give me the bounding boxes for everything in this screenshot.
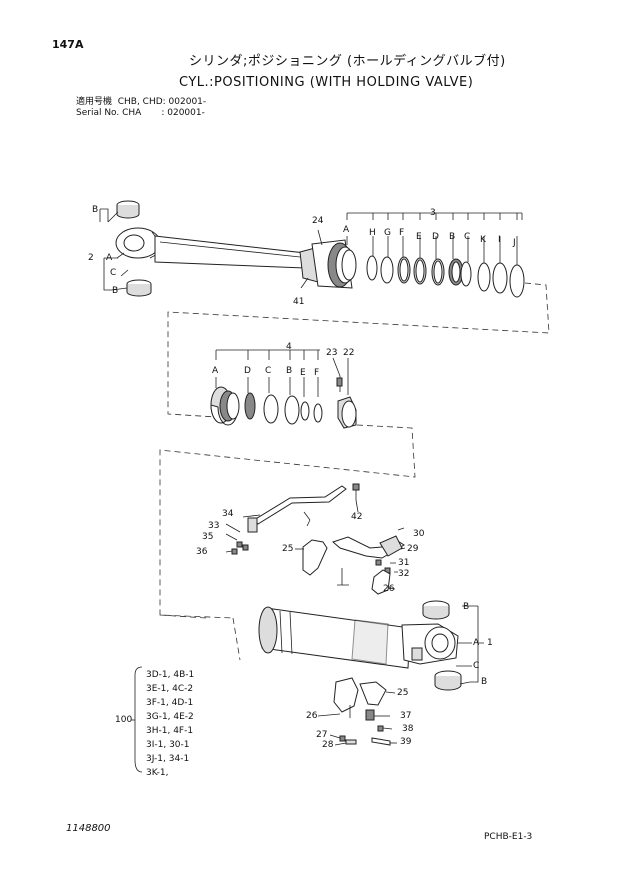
callout-4E: E bbox=[300, 368, 306, 378]
callout-3B: B bbox=[449, 232, 456, 242]
callout-3F: F bbox=[399, 228, 405, 238]
callout-28: 28 bbox=[322, 740, 334, 750]
callout-26-upper: 26 bbox=[383, 584, 395, 594]
callout-22: 22 bbox=[343, 348, 355, 358]
callout-4D: D bbox=[244, 366, 251, 376]
callout-39: 39 bbox=[400, 737, 412, 747]
callout-1B-top: B bbox=[463, 602, 470, 612]
callout-4: 4 bbox=[286, 342, 292, 352]
kit-item-0: 3D-1, 4B-1 bbox=[146, 670, 195, 680]
callout-29: 29 bbox=[407, 544, 419, 554]
callout-23: 23 bbox=[326, 348, 338, 358]
page-code: PCHB-E1-3 bbox=[484, 832, 533, 842]
callout-37: 37 bbox=[400, 711, 412, 721]
applicability-line-2: Serial No. CHA : 020001- bbox=[76, 108, 205, 118]
callout-3: 3 bbox=[430, 208, 436, 218]
kit-ref-100: 100 bbox=[115, 715, 133, 725]
kit-item-1: 3E-1, 4C-2 bbox=[146, 684, 194, 694]
drawing-number: 1148800 bbox=[66, 823, 111, 834]
callout-3G: G bbox=[384, 228, 391, 238]
callout-3I: I bbox=[498, 235, 501, 245]
kit-item-2: 3F-1, 4D-1 bbox=[146, 698, 194, 708]
callout-33: 33 bbox=[208, 521, 220, 531]
title-english: CYL.:POSITIONING (WITH HOLDING VALVE) bbox=[179, 75, 474, 90]
page-id: 147A bbox=[52, 38, 84, 51]
callout-4B: B bbox=[286, 366, 293, 376]
callout-2A: A bbox=[106, 253, 113, 263]
callout-36: 36 bbox=[196, 547, 208, 557]
callout-26-lower: 26 bbox=[306, 711, 318, 721]
callout-1: 1 bbox=[487, 638, 493, 648]
kit-item-7: 3K-1, bbox=[146, 768, 169, 778]
callout-30: 30 bbox=[413, 529, 425, 539]
title-japanese: シリンダ;ポジショニング (ホールディングバルブ付) bbox=[189, 54, 506, 69]
callout-2C: C bbox=[110, 268, 117, 278]
piston-drawing bbox=[210, 349, 357, 429]
callout-34: 34 bbox=[222, 509, 234, 519]
kit-item-4: 3H-1, 4F-1 bbox=[146, 726, 194, 736]
callout-27: 27 bbox=[316, 730, 328, 740]
callout-4C: C bbox=[265, 366, 272, 376]
callout-3E: E bbox=[416, 232, 422, 242]
callout-3A: A bbox=[343, 225, 350, 235]
callout-1A: A bbox=[473, 638, 480, 648]
callout-3K: K bbox=[480, 235, 486, 245]
callout-4A: A bbox=[212, 366, 219, 376]
callout-1B-bottom: B bbox=[481, 677, 488, 687]
callout-25-upper: 25 bbox=[282, 544, 294, 554]
callout-4F: F bbox=[314, 368, 320, 378]
tube-assembly-drawing bbox=[225, 483, 484, 746]
callout-41: 41 bbox=[293, 297, 305, 307]
callout-1C: C bbox=[473, 661, 480, 671]
callout-2: 2 bbox=[88, 253, 94, 263]
kit-item-3: 3G-1, 4E-2 bbox=[146, 712, 194, 722]
callout-42: 42 bbox=[351, 512, 363, 522]
kit-item-5: 3I-1, 30-1 bbox=[146, 740, 190, 750]
applicability-line-1: 適用号機 CHB, CHD: 002001- bbox=[76, 97, 207, 107]
callout-3J: J bbox=[513, 238, 516, 248]
callout-3H: H bbox=[369, 228, 376, 238]
callout-2B-bottom: B bbox=[112, 286, 119, 296]
callout-38: 38 bbox=[402, 724, 414, 734]
callout-3C: C bbox=[464, 232, 471, 242]
rod-assembly-drawing bbox=[99, 200, 525, 298]
callout-35: 35 bbox=[202, 532, 214, 542]
kit-item-6: 3J-1, 34-1 bbox=[146, 754, 190, 764]
callout-3D: D bbox=[432, 232, 439, 242]
callout-31: 31 bbox=[398, 558, 410, 568]
callout-25-lower: 25 bbox=[397, 688, 409, 698]
callout-2B-top: B bbox=[92, 205, 99, 215]
callout-24: 24 bbox=[312, 216, 324, 226]
callout-32: 32 bbox=[398, 569, 410, 579]
